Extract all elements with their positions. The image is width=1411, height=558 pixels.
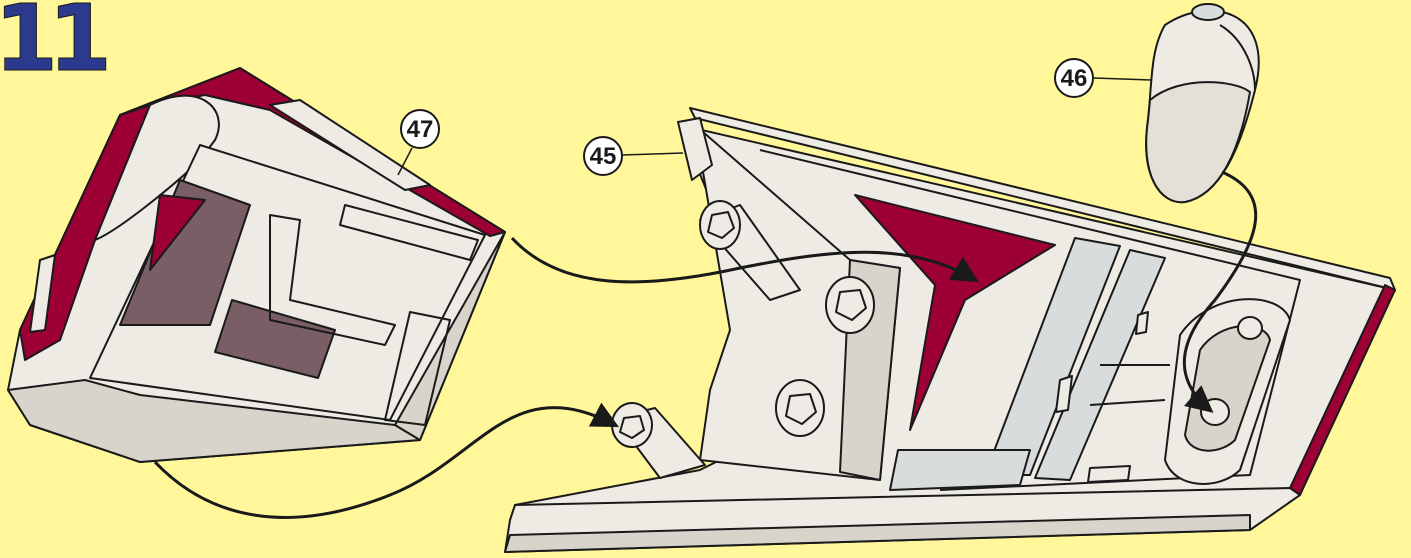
callout-label-47: 47 [407, 116, 434, 143]
callout-46: 46 [1055, 59, 1152, 97]
socket-pin-bottom [612, 403, 705, 478]
part-46-seat-pod [1146, 4, 1259, 202]
socket-middle [826, 277, 874, 333]
step-number: 11 [0, 0, 106, 92]
callout-47: 47 [398, 110, 439, 175]
callout-label-46: 46 [1061, 65, 1088, 92]
callout-label-45: 45 [590, 143, 617, 170]
part-45-hull-section [505, 108, 1395, 552]
socket-lower [776, 380, 824, 436]
callout-45: 45 [584, 137, 683, 175]
